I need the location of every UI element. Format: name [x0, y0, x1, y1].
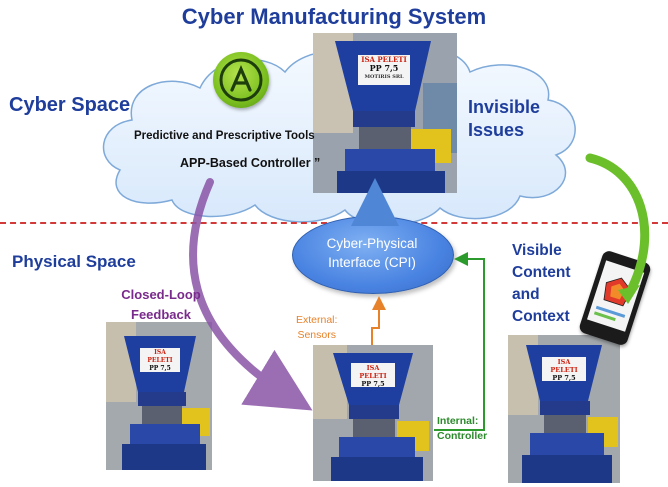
- cpi-label-line1: Cyber-Physical: [326, 236, 418, 251]
- machine-photo-right: ISA PELETI PP 7,5: [508, 335, 620, 483]
- physical-space-label: Physical Space: [12, 252, 136, 271]
- invisible-issues-label: Invisible Issues: [468, 96, 540, 142]
- visible-content-label: Visible Content and Context: [512, 240, 571, 328]
- machine-label-line2: PP 7,5: [149, 365, 171, 372]
- cpi-ellipse: [292, 216, 454, 294]
- cpi-label-line2: Interface (CPI): [328, 255, 416, 270]
- machine-photo-top: ISA PELETI PP 7,5 MOTIRIS SRL: [313, 33, 457, 193]
- visible-line3: and: [512, 286, 540, 303]
- invisible-line2: Issues: [468, 120, 525, 140]
- external-sensors-label: External: Sensors: [296, 313, 337, 343]
- cpi-label: Cyber-Physical Interface (CPI): [292, 234, 452, 272]
- visible-line1: Visible: [512, 242, 562, 259]
- machine-label-line1: ISA PELETI: [147, 349, 173, 364]
- internal-line2: Controller: [437, 430, 488, 442]
- closed-loop-label: Closed-Loop Feedback: [106, 285, 216, 325]
- external-line2: Sensors: [297, 329, 336, 341]
- app-store-icon: [213, 52, 269, 108]
- cyber-space-label: Cyber Space: [9, 94, 131, 116]
- machine-label-line1: ISA PELETI: [550, 358, 578, 374]
- closed-loop-line2: Feedback: [131, 307, 191, 322]
- machine-label-line2: PP 7,5: [552, 374, 576, 382]
- closed-loop-line1: Closed-Loop: [121, 287, 201, 302]
- visible-line2: Content: [512, 264, 571, 281]
- page-title: Cyber Manufacturing System: [181, 4, 487, 29]
- app-controller-label: APP-Based Controller ”: [180, 156, 321, 170]
- machine-photo-middle: ISA PELETI PP 7,5: [313, 345, 433, 481]
- visible-line4: Context: [512, 308, 570, 325]
- machine-label-line1: ISA PELETI: [359, 364, 387, 380]
- machine-label-line1: ISA PELETI: [361, 55, 407, 64]
- internal-line1: Internal:: [437, 415, 479, 427]
- invisible-line1: Invisible: [468, 97, 541, 117]
- machine-photo-left: ISA PELETI PP 7,5: [106, 322, 212, 470]
- machine-label-line2: PP 7,5: [369, 63, 399, 73]
- machine-label-line3: MOTIRIS SRL: [364, 74, 404, 80]
- internal-controller-label: Internal: Controller: [437, 414, 487, 444]
- external-line1: External:: [296, 314, 338, 326]
- tools-label: Predictive and Prescriptive Tools: [134, 130, 315, 142]
- machine-label-line2: PP 7,5: [361, 380, 385, 388]
